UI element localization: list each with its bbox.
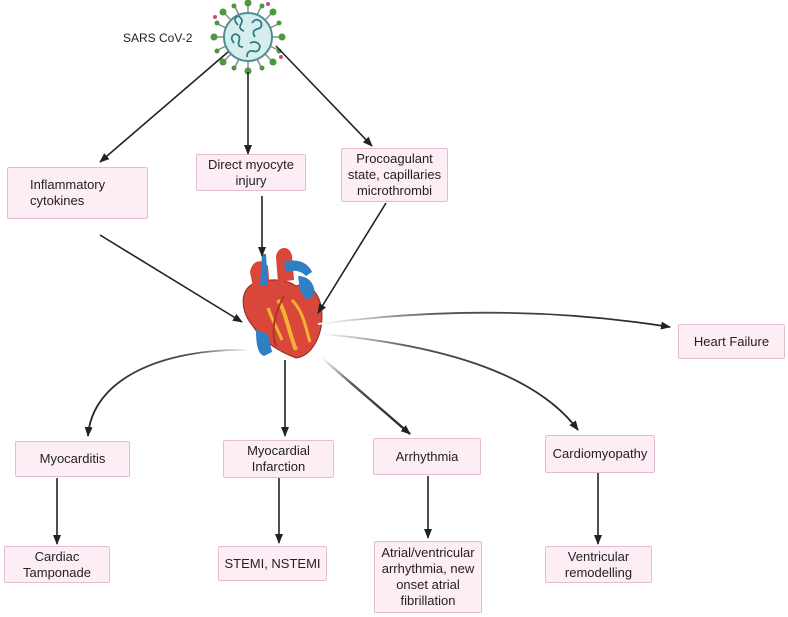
procoagulant-box: Procoagulant state, capillaries microthr… (341, 148, 448, 202)
arrhythmia-box: Arrhythmia (373, 438, 481, 475)
arrow-procoagulant-to-heart (317, 202, 387, 314)
coronavirus-icon (210, 0, 286, 75)
arrow-inflammatory-to-heart (99, 234, 243, 323)
ventricular-remodelling-box: Ventricular remodelling (545, 546, 652, 583)
arrow-heart-to-myocarditis (84, 349, 251, 437)
arrow-virus-to-procoagulant (275, 45, 373, 147)
virus-label: SARS CoV-2 (123, 31, 193, 45)
heart-icon (242, 247, 323, 359)
stemi-nstemi-box: STEMI, NSTEMI (218, 546, 327, 581)
arrow-virus-to-inflammatory (99, 51, 229, 163)
arrow-heart-to-cardiomyopathy (321, 333, 579, 431)
heart-failure-box: Heart Failure (678, 324, 785, 359)
arrow-heart-to-arrhythmia (321, 357, 411, 435)
cardiomyopathy-box: Cardiomyopathy (545, 435, 655, 473)
cardiac-tamponade-box: Cardiac Tamponade (4, 546, 110, 583)
atrial-ventricular-arrhythmia-box: Atrial/ventricular arrhythmia, new onset… (374, 541, 482, 613)
inflammatory-cytokines-box: Inflammatory cytokines (7, 167, 148, 219)
arrow-heart-to-heart-failure (317, 311, 671, 330)
direct-myocyte-injury-box: Direct myocyte injury (196, 154, 306, 191)
myocarditis-box: Myocarditis (15, 441, 130, 477)
myocardial-infarction-box: Myocardial Infarction (223, 440, 334, 478)
